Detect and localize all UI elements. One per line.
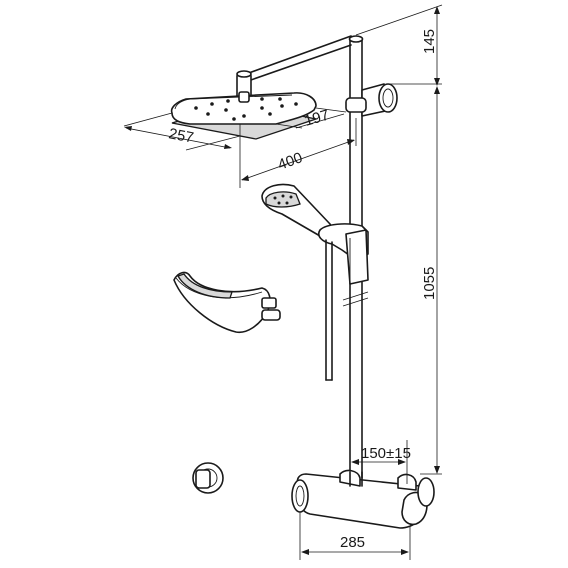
dim-valve-width: 285 bbox=[340, 534, 365, 551]
dim-head-depth: 197 bbox=[302, 107, 331, 130]
dim-arm-reach: 400 bbox=[276, 149, 305, 174]
rain-shower-head bbox=[170, 91, 319, 140]
slider-holder bbox=[317, 223, 369, 285]
hand-shower bbox=[261, 183, 333, 238]
dim-arm-height: 145 bbox=[421, 29, 438, 54]
wall-elbow bbox=[192, 462, 224, 494]
soap-shelf bbox=[173, 271, 281, 334]
shower-hose bbox=[325, 239, 333, 381]
thermostatic-mixer bbox=[291, 469, 435, 529]
dim-head-width: 257 bbox=[167, 125, 195, 146]
dim-inlet-spacing: 150±15 bbox=[361, 445, 411, 462]
dimension-lines bbox=[123, 4, 443, 560]
overhead-arm bbox=[236, 35, 352, 103]
upper-wall-bracket bbox=[345, 83, 398, 117]
dim-total-height: 1055 bbox=[421, 267, 438, 300]
